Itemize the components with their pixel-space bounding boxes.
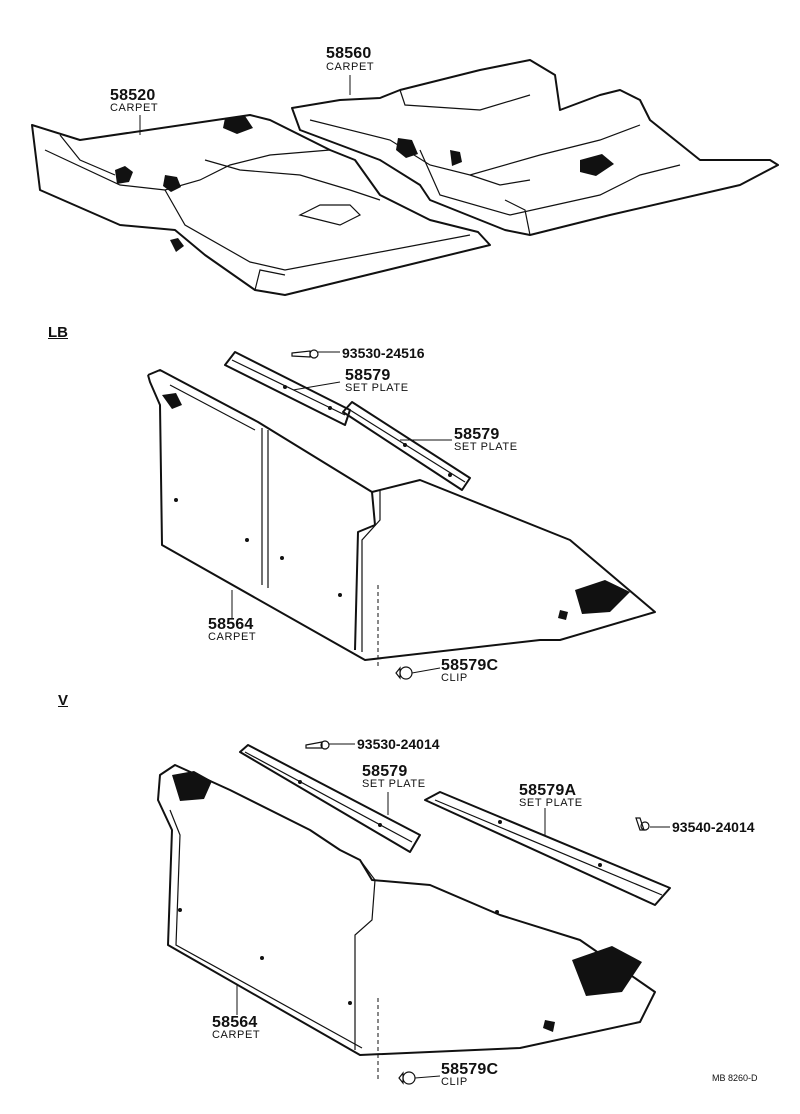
v-carpet-description: CARPET — [212, 1029, 261, 1041]
lb-carpet-part-number: 58564 — [208, 616, 254, 633]
v-screw-1-part-number: 93530-24014 — [357, 736, 440, 752]
lb-clip-description: CLIP — [441, 672, 468, 684]
v-set-plate-a-part-number: 58579A — [519, 782, 577, 799]
lb-set-plate-1-leader — [292, 381, 341, 391]
lb-clip-58579C — [395, 666, 441, 680]
lb-screw-93530-24516 — [291, 349, 340, 359]
reference-code: MB 8260-D — [712, 1073, 758, 1083]
v-screw-93540-24014 — [635, 817, 670, 831]
v-set-plate — [239, 744, 421, 853]
lb-carpet-description: CARPET — [208, 631, 257, 643]
rear-carpet-part-number: 58560 — [326, 45, 372, 62]
lb-screw-part-number: 93530-24516 — [342, 345, 425, 361]
section-label-v: V — [58, 692, 69, 709]
lb-set-plate-1-description: SET PLATE — [345, 382, 409, 394]
v-set-plate-a — [424, 791, 671, 906]
rear-carpet-description: CARPET — [326, 61, 375, 73]
lb-set-plate-2-description: SET PLATE — [454, 441, 518, 453]
lb-set-plate-2-part-number: 58579 — [454, 426, 500, 443]
v-screw-93530-24014 — [305, 740, 355, 750]
front-carpet-part-number: 58520 — [110, 87, 156, 104]
v-set-plate-part-number: 58579 — [362, 763, 408, 780]
v-clip-description: CLIP — [441, 1076, 468, 1088]
v-carpet-part-number: 58564 — [212, 1014, 258, 1031]
v-set-plate-description: SET PLATE — [362, 778, 426, 790]
rear-carpet-58560 — [291, 59, 779, 236]
v-clip-58579C — [398, 1071, 441, 1085]
v-carpet-58564 — [157, 764, 656, 1080]
v-screw-2-part-number: 93540-24014 — [672, 819, 755, 835]
front-carpet-58520 — [31, 114, 491, 296]
front-carpet-description: CARPET — [110, 102, 159, 114]
section-label-lb: LB — [48, 324, 68, 341]
v-set-plate-a-description: SET PLATE — [519, 797, 583, 809]
lb-carpet-58564 — [147, 369, 656, 668]
lb-set-plate-1-part-number: 58579 — [345, 367, 391, 384]
v-clip-part-number: 58579C — [441, 1061, 499, 1078]
lb-set-plate-2 — [342, 401, 471, 491]
lb-clip-part-number: 58579C — [441, 657, 499, 674]
